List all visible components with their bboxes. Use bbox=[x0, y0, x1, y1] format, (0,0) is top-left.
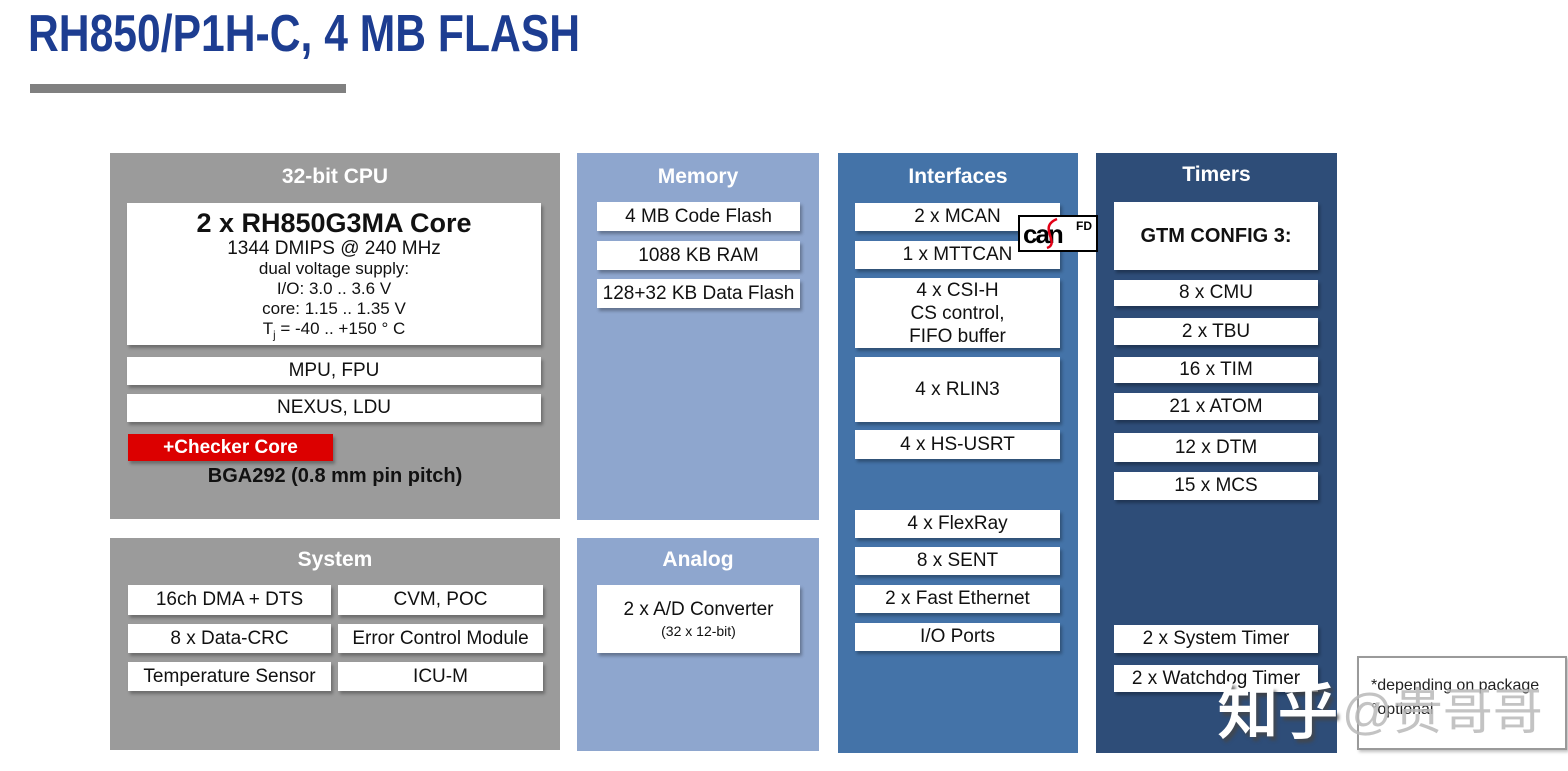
memory-block: Memory 4 MB Code Flash 1088 KB RAM 128+3… bbox=[577, 153, 819, 520]
system-data-crc-box: 8 x Data-CRC bbox=[128, 624, 331, 653]
watchdog-timer-box: 2 x Watchdog Timer bbox=[1114, 665, 1318, 692]
csi-box: 4 x CSI-H CS control, FIFO buffer bbox=[855, 278, 1060, 348]
svg-text:can: can bbox=[1023, 219, 1063, 249]
cmu-box: 8 x CMU bbox=[1114, 280, 1318, 306]
dtm-box: 12 x DTM bbox=[1114, 433, 1318, 462]
system-temp-sensor-box: Temperature Sensor bbox=[128, 662, 331, 691]
title-underline bbox=[30, 84, 346, 93]
mttcan-box: 1 x MTTCAN bbox=[855, 241, 1060, 269]
cpu-dmips: 1344 DMIPS @ 240 MHz bbox=[227, 238, 441, 259]
csi-line1: 4 x CSI-H bbox=[916, 279, 999, 301]
watermark-brand: 知乎 bbox=[1218, 679, 1338, 746]
checker-core-box: +Checker Core bbox=[128, 434, 333, 461]
csi-line2: CS control, bbox=[910, 302, 1005, 324]
tbu-box: 2 x TBU bbox=[1114, 318, 1318, 345]
fast-ethernet-box: 2 x Fast Ethernet bbox=[855, 585, 1060, 613]
system-cvm-poc-box: CVM, POC bbox=[338, 585, 543, 615]
rlin-box: 4 x RLIN3 bbox=[855, 357, 1060, 422]
gtm-config-box: GTM CONFIG 3: bbox=[1114, 202, 1318, 270]
analog-block: Analog 2 x A/D Converter (32 x 12-bit) bbox=[577, 538, 819, 751]
interfaces-block: Interfaces 2 x MCAN 1 x MTTCAN 4 x CSI-H… bbox=[838, 153, 1078, 753]
system-block: System 16ch DMA + DTS CVM, POC 8 x Data-… bbox=[110, 538, 560, 750]
timers-block-header: Timers bbox=[1182, 163, 1251, 186]
csi-line3: FIFO buffer bbox=[909, 325, 1006, 347]
mcan-box: 2 x MCAN bbox=[855, 203, 1060, 231]
footnote-line2: °optional bbox=[1371, 701, 1434, 718]
cpu-core-box: 2 x RH850G3MA Core 1344 DMIPS @ 240 MHz … bbox=[127, 203, 541, 345]
io-ports-box: I/O Ports bbox=[855, 623, 1060, 651]
system-timer-box: 2 x System Timer bbox=[1114, 625, 1318, 653]
watermark-handle: @贵哥哥 bbox=[1342, 684, 1543, 740]
mcs-box: 15 x MCS bbox=[1114, 472, 1318, 500]
system-block-header: System bbox=[297, 548, 373, 571]
sent-box: 8 x SENT bbox=[855, 547, 1060, 575]
can-fd-logo-icon: can FD bbox=[1018, 215, 1098, 252]
adc-title: 2 x A/D Converter bbox=[623, 599, 774, 620]
cpu-block: 32-bit CPU 2 x RH850G3MA Core 1344 DMIPS… bbox=[110, 153, 560, 519]
system-error-control-box: Error Control Module bbox=[338, 624, 543, 653]
adc-subtitle: (32 x 12-bit) bbox=[661, 623, 736, 639]
cpu-nexus-ldu-box: NEXUS, LDU bbox=[127, 394, 541, 422]
adc-box: 2 x A/D Converter (32 x 12-bit) bbox=[597, 585, 800, 653]
cpu-junction-temp: Tj = -40 .. +150 ° C bbox=[262, 319, 406, 342]
page-title: RH850/P1H-C, 4 MB FLASH bbox=[28, 5, 581, 63]
timers-block: Timers GTM CONFIG 3: 8 x CMU 2 x TBU 16 … bbox=[1096, 153, 1337, 753]
system-icu-m-box: ICU-M bbox=[338, 662, 543, 691]
memory-ram-box: 1088 KB RAM bbox=[597, 241, 800, 270]
hs-usrt-box: 4 x HS-USRT bbox=[855, 430, 1060, 459]
cpu-mpu-fpu-box: MPU, FPU bbox=[127, 357, 541, 385]
tim-box: 16 x TIM bbox=[1114, 357, 1318, 383]
memory-data-flash-box: 128+32 KB Data Flash bbox=[597, 279, 800, 308]
package-label: BGA292 (0.8 mm pin pitch) bbox=[207, 465, 463, 487]
cpu-core-voltage: core: 1.15 .. 1.35 V bbox=[262, 299, 406, 318]
cpu-voltage-supply: dual voltage supply: bbox=[258, 259, 410, 278]
cpu-core-name: 2 x RH850G3MA Core bbox=[196, 208, 472, 238]
atom-box: 21 x ATOM bbox=[1114, 393, 1318, 420]
flexray-box: 4 x FlexRay bbox=[855, 510, 1060, 538]
footnote-box: *depending on package °optional bbox=[1357, 656, 1567, 750]
memory-code-flash-box: 4 MB Code Flash bbox=[597, 202, 800, 231]
cpu-block-header: 32-bit CPU bbox=[281, 165, 389, 188]
interfaces-block-header: Interfaces bbox=[908, 165, 1008, 188]
cpu-io-voltage: I/O: 3.0 .. 3.6 V bbox=[276, 279, 392, 298]
memory-block-header: Memory bbox=[657, 165, 739, 188]
system-dma-dts-box: 16ch DMA + DTS bbox=[128, 585, 331, 615]
footnote-line1: *depending on package bbox=[1371, 677, 1540, 694]
analog-block-header: Analog bbox=[662, 548, 734, 571]
svg-text:FD: FD bbox=[1076, 219, 1092, 233]
